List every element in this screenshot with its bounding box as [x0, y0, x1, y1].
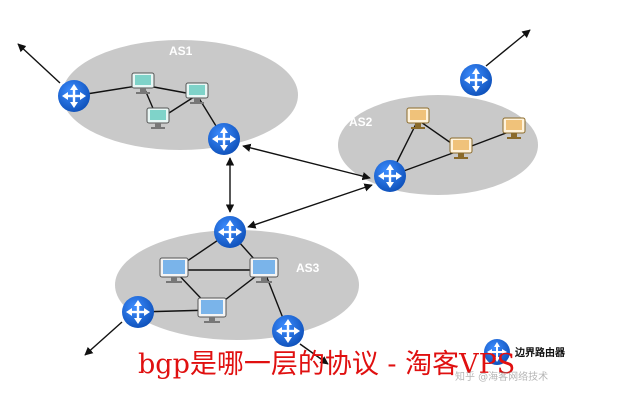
- router-icon: [272, 315, 304, 347]
- monitor-icon: [502, 117, 526, 139]
- router-icon: [214, 216, 246, 248]
- router-icon: [460, 64, 492, 96]
- router-icon: [374, 160, 406, 192]
- monitor-icon: [406, 107, 430, 129]
- router-icon: [58, 80, 90, 112]
- monitor-icon: [131, 72, 155, 94]
- as1-hosts: [131, 72, 209, 129]
- caption: bgp是哪一层的协议 - 淘客VPS: [138, 349, 516, 380]
- as3-label: AS3: [296, 261, 320, 275]
- legend-label: 边界路由器: [514, 346, 566, 359]
- as1-region: [62, 40, 298, 150]
- monitor-icon: [197, 297, 227, 323]
- border-routers: [58, 64, 492, 347]
- router-icon: [484, 339, 510, 365]
- legend: 边界路由器: [484, 339, 566, 365]
- monitor-icon: [185, 82, 209, 104]
- monitor-icon: [159, 257, 189, 283]
- external-links: [17, 29, 531, 365]
- as2-label: AS2: [349, 115, 373, 129]
- as3-region: [115, 230, 359, 340]
- router-icon: [208, 123, 240, 155]
- watermark: 知乎 @海客网络技术: [455, 372, 549, 383]
- as3-hosts: [159, 257, 279, 323]
- as1-label: AS1: [169, 44, 193, 58]
- as2-hosts: [406, 107, 526, 159]
- router-icon: [122, 296, 154, 328]
- monitor-icon: [449, 137, 473, 159]
- monitor-icon: [146, 107, 170, 129]
- monitor-icon: [249, 257, 279, 283]
- as2-region: [338, 95, 538, 195]
